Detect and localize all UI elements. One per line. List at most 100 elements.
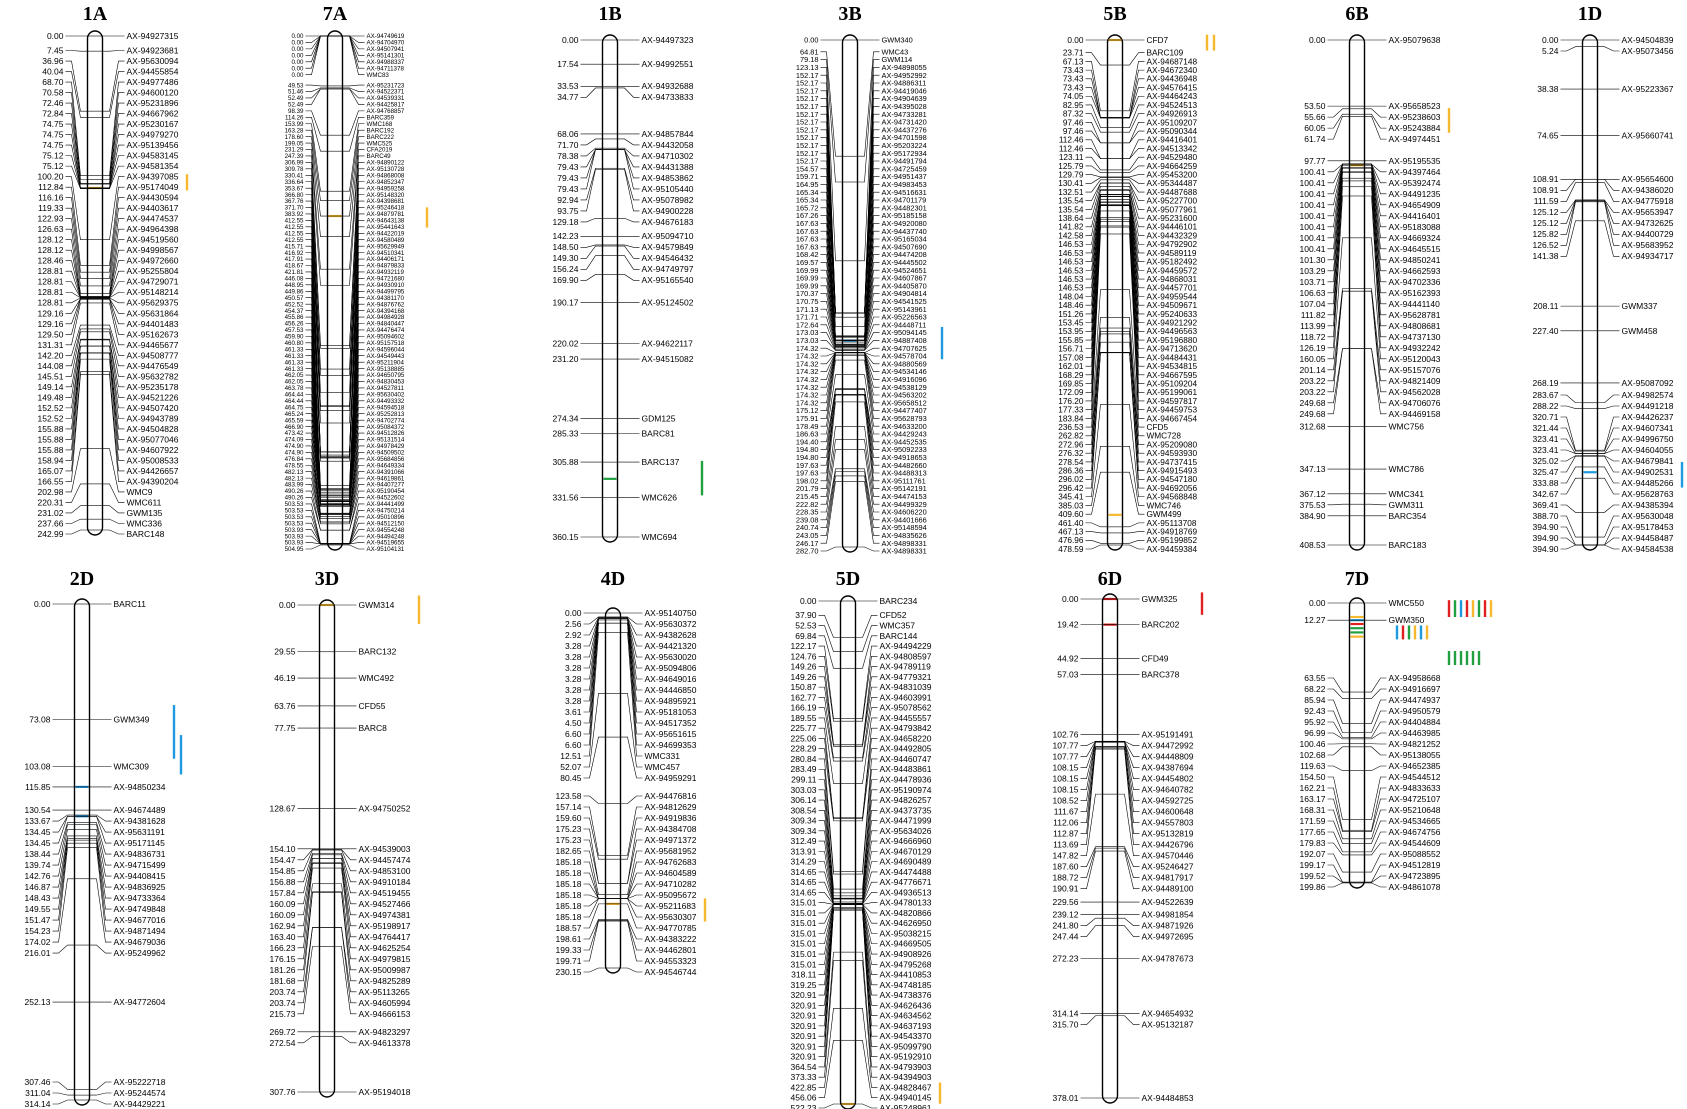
marker-connector	[855, 635, 878, 669]
marker-connector	[342, 406, 365, 505]
position-label: 142.20	[38, 350, 64, 360]
marker-label: AX-94666960	[880, 836, 932, 846]
marker-label: AX-94900228	[642, 206, 694, 216]
position-label: 100.41	[1300, 200, 1326, 210]
marker-label: AX-94589119	[1147, 249, 1197, 258]
marker-connector	[855, 676, 878, 746]
position-connector	[583, 894, 606, 899]
marker-label: AX-94597817	[1147, 397, 1198, 406]
position-label: 320.91	[791, 1041, 817, 1051]
position-label: 283.49	[791, 764, 817, 774]
marker-label: AX-94988337	[367, 59, 405, 66]
position-connector	[1080, 1015, 1103, 1025]
position-connector	[1085, 204, 1108, 341]
marker-label: WMC168	[367, 121, 393, 128]
position-connector	[1080, 747, 1103, 834]
position-label: 464.75	[285, 404, 304, 411]
position-label: 201.79	[796, 484, 819, 493]
marker-label: AX-94750214	[367, 508, 405, 515]
marker-connector	[89, 847, 112, 932]
position-connector	[818, 951, 841, 1068]
marker-label: AX-95222718	[114, 1077, 166, 1087]
marker-label: AX-94852347	[367, 179, 405, 186]
position-label: 46.19	[274, 673, 296, 683]
position-label: 155.88	[38, 424, 64, 434]
position-label: 138.44	[25, 849, 51, 859]
position-connector	[1327, 882, 1350, 888]
position-label: 190.91	[1053, 884, 1079, 894]
marker-label: AX-95162393	[1389, 288, 1441, 298]
marker-label: AX-94936513	[880, 887, 932, 897]
marker-label: AX-94534815	[1147, 362, 1198, 371]
marker-label: WMC331	[645, 751, 681, 761]
chromosome-title: 6D	[1098, 568, 1122, 590]
marker-label: AX-95195535	[1389, 156, 1441, 166]
chromosome-title: 5B	[1103, 3, 1126, 25]
marker-label: AX-94508777	[127, 350, 179, 360]
marker-label: GWM340	[882, 36, 913, 45]
position-connector	[1560, 504, 1583, 513]
position-connector	[820, 471, 843, 528]
position-connector	[305, 155, 328, 286]
marker-label: AX-95631864	[127, 308, 179, 318]
position-connector	[580, 138, 603, 146]
marker-label: AX-94596044	[367, 346, 405, 353]
position-connector	[583, 693, 606, 768]
marker-connector	[1364, 195, 1387, 349]
position-label: 383.92	[285, 211, 304, 218]
marker-connector	[1122, 544, 1145, 550]
marker-label: AX-95109207	[1147, 118, 1198, 127]
position-label: 154.10	[270, 844, 296, 854]
marker-connector	[855, 656, 878, 722]
position-connector	[65, 260, 88, 298]
position-label: 268.19	[1533, 378, 1559, 388]
marker-label: AX-94477407	[882, 406, 927, 415]
marker-label: AX-94733833	[642, 92, 694, 102]
marker-label: AX-95246427	[1142, 862, 1194, 872]
position-label: 125.82	[1533, 229, 1559, 239]
position-label: 135.54	[1058, 197, 1084, 206]
position-label: 80.45	[560, 773, 582, 783]
position-label: 153.95	[1058, 327, 1084, 336]
marker-label: AX-94974381	[359, 910, 411, 920]
position-label: 152.17	[796, 71, 819, 80]
marker-label: CFD52	[880, 610, 907, 620]
marker-label: AX-94391066	[367, 469, 405, 476]
marker-label: GWM337	[1622, 301, 1658, 311]
position-label: 68.22	[1304, 684, 1326, 694]
position-connector	[1327, 164, 1350, 261]
position-label: 102.76	[1053, 730, 1079, 740]
position-label: 141.82	[1058, 223, 1084, 232]
marker-connector	[1364, 163, 1387, 250]
position-label: 146.53	[1058, 266, 1084, 275]
marker-label: AX-94457474	[359, 855, 411, 865]
marker-label: AX-94460747	[880, 754, 932, 764]
marker-label: AX-95165034	[882, 235, 927, 244]
marker-label: AX-94458487	[1622, 533, 1674, 543]
position-connector	[1085, 194, 1108, 289]
position-label: 108.52	[1053, 796, 1079, 806]
position-label: 242.99	[38, 529, 64, 539]
position-connector	[820, 340, 843, 351]
marker-connector	[342, 110, 365, 136]
position-label: 336.64	[285, 179, 304, 186]
marker-connector	[102, 60, 125, 112]
marker-connector	[620, 850, 643, 896]
marker-label: AX-94459753	[1147, 406, 1198, 415]
position-label: 199.86	[1300, 882, 1326, 892]
marker-connector	[1122, 202, 1145, 332]
marker-label: AX-95209080	[1147, 440, 1198, 449]
position-connector	[1327, 503, 1350, 506]
position-label: 152.17	[796, 94, 819, 103]
marker-connector	[1364, 776, 1387, 820]
position-label: 307.76	[270, 1087, 296, 1097]
marker-label: AX-94779321	[880, 672, 932, 682]
position-label: 462.05	[285, 372, 304, 379]
position-label: 128.81	[38, 287, 64, 297]
position-label: 111.82	[1301, 310, 1326, 320]
position-connector	[1085, 130, 1108, 144]
marker-label: WMC492	[359, 673, 395, 683]
marker-label: AX-95157518	[367, 340, 405, 347]
marker-connector	[855, 904, 878, 965]
position-label: 449.86	[285, 288, 304, 295]
